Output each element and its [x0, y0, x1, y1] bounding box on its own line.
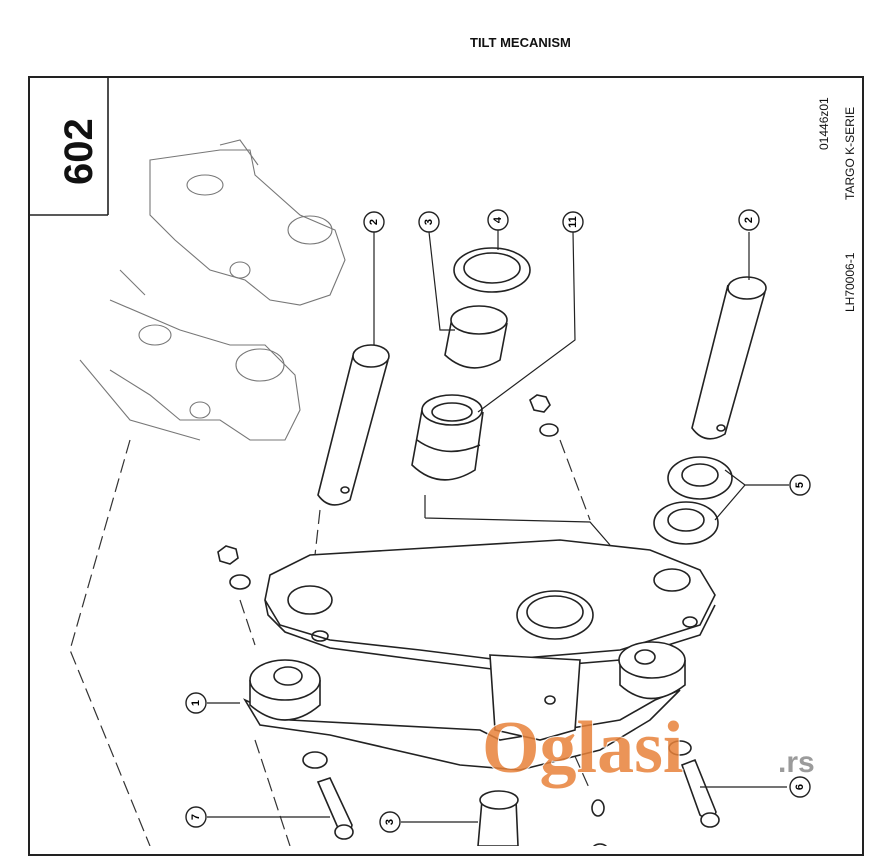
callout-4: 4 [487, 209, 509, 231]
callout-3-bottom: 3 [379, 811, 401, 833]
svg-text:2: 2 [743, 217, 755, 223]
bushing-bottom [477, 790, 519, 846]
callout-5: 5 [789, 474, 811, 496]
flanged-bushing [411, 394, 484, 481]
callout-7: 7 [185, 806, 207, 828]
callout-2-right: 2 [738, 209, 760, 231]
watermark-brand: Oglasi [482, 707, 683, 789]
right-boss [618, 641, 686, 700]
svg-text:6: 6 [794, 784, 806, 790]
part-code: LH70006-1 [843, 252, 857, 312]
watermark-domain: .rs [778, 746, 815, 779]
left-boss [249, 659, 321, 721]
series-code: TARGO K-SERIE [843, 107, 857, 200]
svg-text:4: 4 [492, 216, 504, 223]
leader-lines [207, 230, 789, 823]
svg-text:3: 3 [423, 219, 435, 225]
pin-left [317, 344, 390, 506]
nuts [217, 394, 692, 817]
bolts [316, 758, 720, 840]
lower-link [243, 654, 681, 771]
svg-text:5: 5 [794, 482, 806, 488]
loader-arm-ghost [79, 139, 346, 441]
callout-6: 6 [789, 776, 811, 798]
ring-top [453, 247, 531, 293]
callout-2-left: 2 [363, 211, 385, 233]
svg-text:7: 7 [190, 814, 202, 820]
bushing-top [444, 305, 508, 369]
page-title: TILT MECANISM [470, 35, 571, 50]
callout-11: 11 [562, 211, 584, 233]
page-number-block: 602 [30, 78, 109, 216]
tilt-plate [264, 539, 716, 671]
watermark-logo: Oglasi .rs [481, 706, 815, 790]
svg-text:1: 1 [190, 700, 202, 706]
page-number: 602 [57, 118, 101, 185]
drawing-code: 01446z01 [817, 97, 831, 150]
pin-right [691, 276, 767, 440]
callouts: 2 3 4 11 2 5 1 7 3 6 [185, 209, 811, 846]
callout-1: 1 [185, 692, 207, 714]
callout-3-top: 3 [418, 211, 440, 233]
svg-text:11: 11 [567, 216, 579, 228]
svg-text:3: 3 [384, 819, 396, 825]
svg-text:2: 2 [368, 219, 380, 225]
washers-right [653, 456, 733, 545]
